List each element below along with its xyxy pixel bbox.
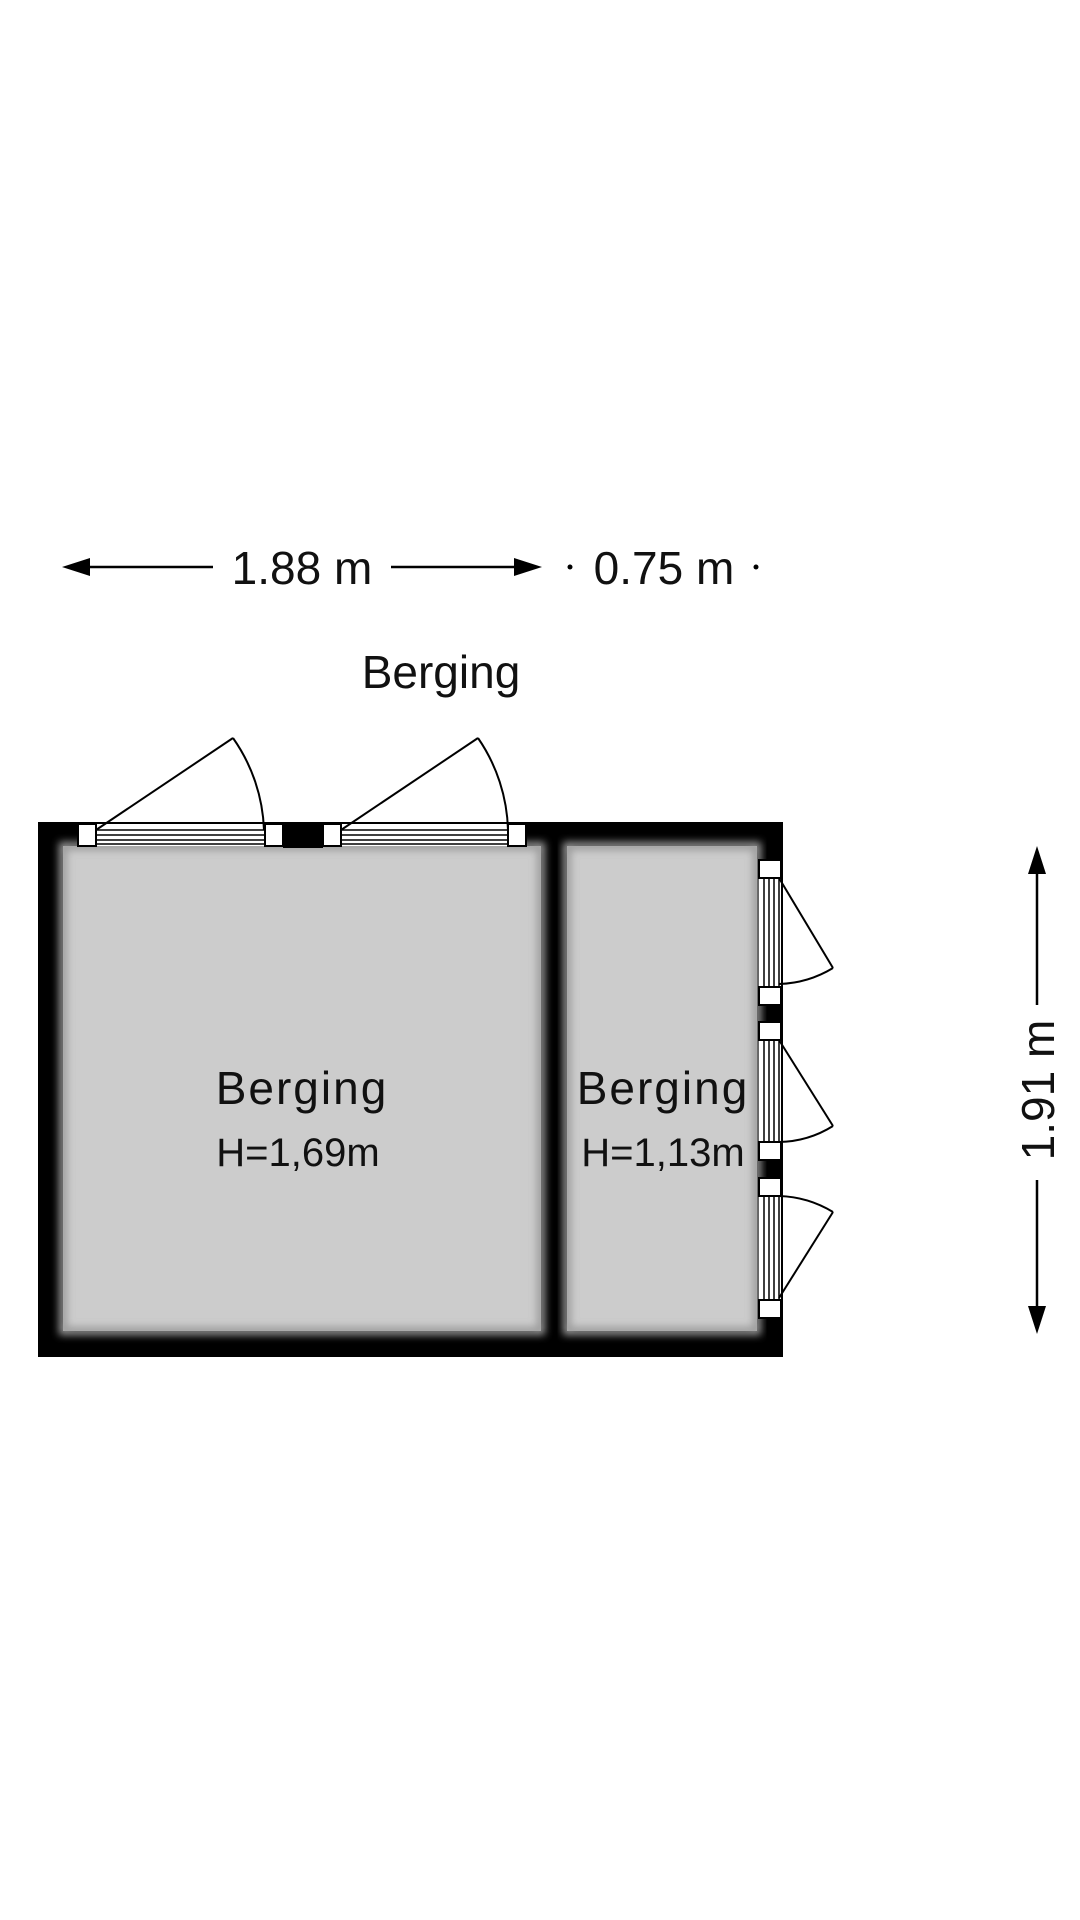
door-right-3	[758, 1177, 834, 1319]
door-top-left	[77, 737, 284, 847]
room-1-height: H=1,69m	[216, 1131, 379, 1175]
dimension-width-main: 1.88 m	[62, 542, 542, 594]
door-right-1	[758, 859, 834, 1006]
door-right-2	[758, 1021, 834, 1161]
arrow-down-icon	[1028, 1306, 1046, 1334]
room-1-name: Berging	[216, 1062, 389, 1114]
dimension-width-main-label: 1.88 m	[232, 542, 373, 594]
arrow-right-icon	[514, 558, 542, 576]
arrow-up-icon	[1028, 846, 1046, 874]
room-berging-2	[563, 842, 761, 1335]
dimension-width-side-label: 0.75 m	[594, 542, 735, 594]
floor-title: Berging	[362, 646, 521, 698]
room-2-name: Berging	[577, 1062, 750, 1114]
wall-pillar	[283, 822, 323, 848]
dimension-depth: 1.91 m	[1012, 846, 1064, 1334]
dimension-width-side: 0.75 m	[567, 542, 759, 594]
arrow-left-icon	[62, 558, 90, 576]
dimension-depth-label: 1.91 m	[1012, 1020, 1064, 1161]
room-berging-1	[59, 842, 545, 1335]
door-top-right	[322, 737, 527, 847]
room-2-height: H=1,13m	[581, 1131, 744, 1175]
